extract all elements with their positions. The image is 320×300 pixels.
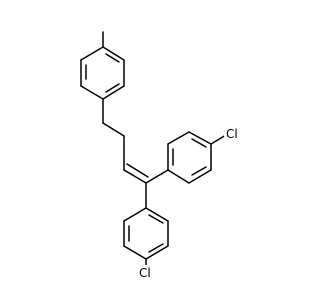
ring-bond [80, 85, 104, 100]
ring-bond [80, 46, 104, 61]
ring-inner-double-bond [191, 166, 207, 176]
label-background [224, 126, 242, 141]
ring-bond [145, 207, 169, 222]
chlorine-label: Cl [139, 266, 151, 280]
ring-inner-double-bond [148, 214, 164, 224]
chloro-bond [210, 134, 227, 145]
atom-label-cl-bottom: Cl [137, 265, 155, 280]
ring-bond [188, 131, 212, 145]
ring-bond [167, 169, 190, 184]
chain-double-bond [123, 169, 147, 184]
ring-inner-double-bond [191, 138, 207, 148]
label-background [137, 265, 155, 280]
chain-double-bond-inner [126, 163, 149, 178]
toluene-ring [80, 31, 125, 100]
ring-bond [123, 207, 147, 222]
aryl-link-bond [145, 169, 169, 184]
ring-bond [123, 245, 147, 260]
butenyl-chain [102, 98, 149, 184]
ring-inner-double-bond [105, 53, 120, 63]
ring-bond [145, 245, 169, 260]
molecule-structure: Cl Cl [80, 31, 242, 280]
chain-bond [102, 122, 125, 137]
ring-inner-double-bond [148, 243, 164, 253]
ring-bond [102, 46, 125, 61]
ring-bond [167, 131, 190, 145]
chlorophenyl-ring-top [145, 131, 227, 184]
ring-bond [102, 85, 125, 100]
chlorine-label: Cl [226, 127, 238, 141]
ring-bond [188, 169, 212, 184]
ring-inner-double-bond [105, 83, 120, 93]
atom-label-cl-top: Cl [224, 126, 242, 141]
chlorophenyl-ring-bottom [123, 182, 169, 269]
